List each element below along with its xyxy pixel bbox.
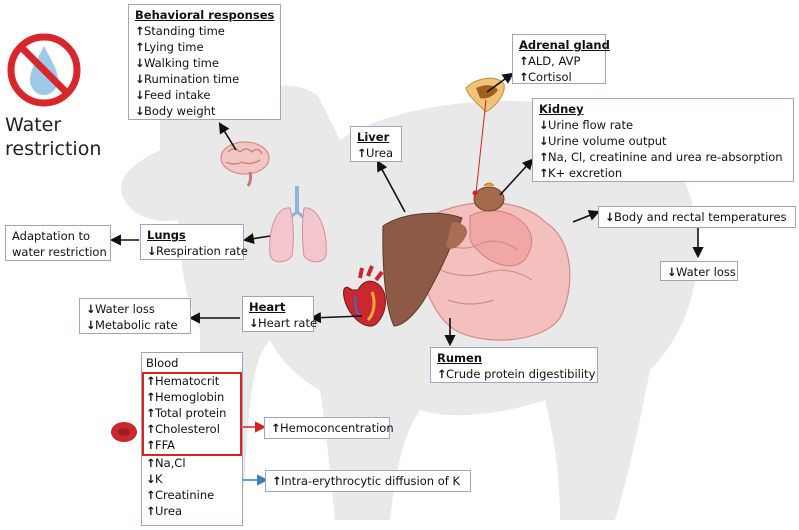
adaptation-box: Adaptation to water restriction xyxy=(5,225,111,261)
heart-title: Heart xyxy=(249,300,286,314)
water-loss-right-box: ↓Water loss xyxy=(660,261,738,281)
blood-boxed-item: Hematocrit xyxy=(155,374,220,388)
blood-box: Blood ↑Hematocrit ↑Hemoglobin ↑Total pro… xyxy=(141,352,243,526)
behavioral-item: ↑Lying time xyxy=(135,40,204,54)
blood-title: Blood xyxy=(146,356,179,370)
behavioral-item: ↓Walking time xyxy=(135,56,219,70)
blood-boxed-item: Total protein xyxy=(155,406,227,420)
liver-icon xyxy=(382,212,468,327)
behavioral-item: ↓Rumination time xyxy=(135,72,240,86)
lungs-box: Lungs ↓Respiration rate xyxy=(140,224,248,260)
water-prohibited-icon xyxy=(7,33,81,107)
water-loss-right-label: Water loss xyxy=(676,265,736,279)
behavioral-responses-title: Behavioral responses xyxy=(135,8,275,22)
kidney-title: Kidney xyxy=(539,102,584,116)
kidney-item: K+ excretion xyxy=(548,166,623,180)
liver-title: Liver xyxy=(357,130,390,144)
blood-boxed-item: FFA xyxy=(155,438,176,452)
water-restriction-title: Water restriction xyxy=(5,113,102,161)
brain-icon xyxy=(220,141,270,187)
blood-boxed-item: Hemoglobin xyxy=(155,390,225,404)
kidney-icon xyxy=(472,182,505,212)
intra-erythrocytic-label: Intra-erythrocytic diffusion of K xyxy=(281,474,460,488)
heart-effects-box: ↓Water loss ↓Metabolic rate xyxy=(79,298,191,334)
blood-item: K xyxy=(155,472,163,486)
red-blood-cell-icon xyxy=(111,422,137,442)
heart-box: Heart ↓Heart rate xyxy=(242,296,318,332)
rumen-title: Rumen xyxy=(437,351,483,365)
adaptation-line2: water restriction xyxy=(12,245,107,259)
temperature-label: Body and rectal temperatures xyxy=(614,210,787,224)
kidney-box: Kidney ↓Urine flow rate ↓Urine volume ou… xyxy=(532,98,794,182)
adrenal-gland-box: Adrenal gland ↑ALD, AVP ↑Cortisol xyxy=(512,34,610,84)
behavioral-item: ↓Body weight xyxy=(135,104,216,118)
hemoconcentration-group-frame xyxy=(142,372,242,456)
heart-effect-item: Metabolic rate xyxy=(95,318,178,332)
liver-item: Urea xyxy=(366,146,394,160)
rumen-box: Rumen ↑Crude protein digestibility xyxy=(430,347,598,383)
connector-arrows xyxy=(109,72,704,347)
blood-item: Urea xyxy=(155,504,183,518)
kidney-item: Urine volume output xyxy=(548,134,667,148)
blood-item: Creatinine xyxy=(155,488,215,502)
adrenal-item: Cortisol xyxy=(528,70,572,84)
kidney-item: Na, Cl, creatinine and urea re-absorptio… xyxy=(548,150,783,164)
temperature-box: ↓Body and rectal temperatures xyxy=(598,206,796,228)
heart-icon xyxy=(343,265,386,327)
blood-item: Na,Cl xyxy=(155,456,186,470)
behavioral-responses-box: Behavioral responses ↑Standing time ↑Lyi… xyxy=(128,4,281,120)
rumen-item: Crude protein digestibility xyxy=(446,367,596,381)
lungs-item: Respiration rate xyxy=(156,244,248,258)
adrenal-item: ALD, AVP xyxy=(528,54,581,68)
hemoconcentration-label: Hemoconcentration xyxy=(280,421,394,435)
lungs-icon xyxy=(269,186,327,263)
heart-effect-item: Water loss xyxy=(95,302,155,316)
kidney-item: Urine flow rate xyxy=(548,118,634,132)
adrenal-gland-title: Adrenal gland xyxy=(519,38,610,52)
liver-box: Liver ↑Urea xyxy=(350,126,402,162)
intra-erythrocytic-box: ↑Intra-erythrocytic diffusion of K xyxy=(265,470,471,492)
adrenal-kidney-line xyxy=(475,99,487,194)
blood-boxed-item: Cholesterol xyxy=(155,422,220,436)
lungs-title: Lungs xyxy=(147,228,186,242)
heart-item: Heart rate xyxy=(258,316,318,330)
adaptation-line1: Adaptation to xyxy=(12,229,91,243)
hemoconcentration-box: ↑Hemoconcentration xyxy=(264,417,394,439)
behavioral-item: ↑Standing time xyxy=(135,24,225,38)
behavioral-item: ↓Feed intake xyxy=(135,88,211,102)
water-restriction-label: Water restriction xyxy=(5,114,102,160)
